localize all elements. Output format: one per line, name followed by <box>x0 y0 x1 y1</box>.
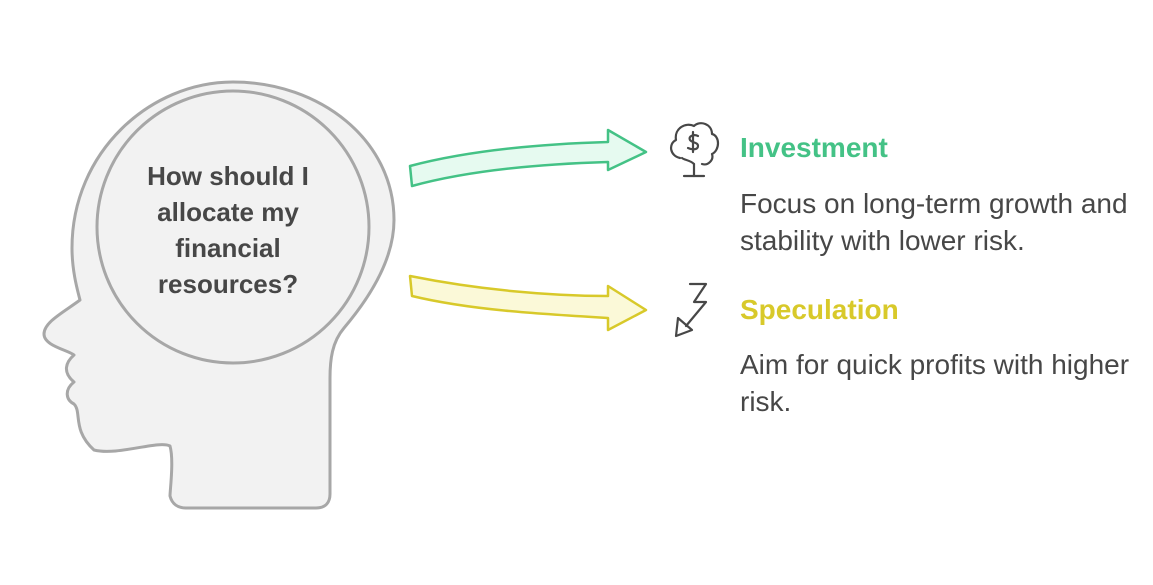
investment-arrow <box>408 128 648 188</box>
speculation-description: Aim for quick profits with higher risk. <box>740 349 1130 417</box>
speculation-arrow <box>408 274 648 332</box>
money-plant-icon <box>670 122 720 178</box>
thought-circle <box>95 89 371 365</box>
investment-description: Focus on long-term growth and stability … <box>740 188 1128 256</box>
lightning-icon <box>674 282 708 338</box>
investment-title: Investment <box>740 132 888 163</box>
central-question: How should I allocate my financial resou… <box>147 161 309 299</box>
speculation-title: Speculation <box>740 294 899 325</box>
